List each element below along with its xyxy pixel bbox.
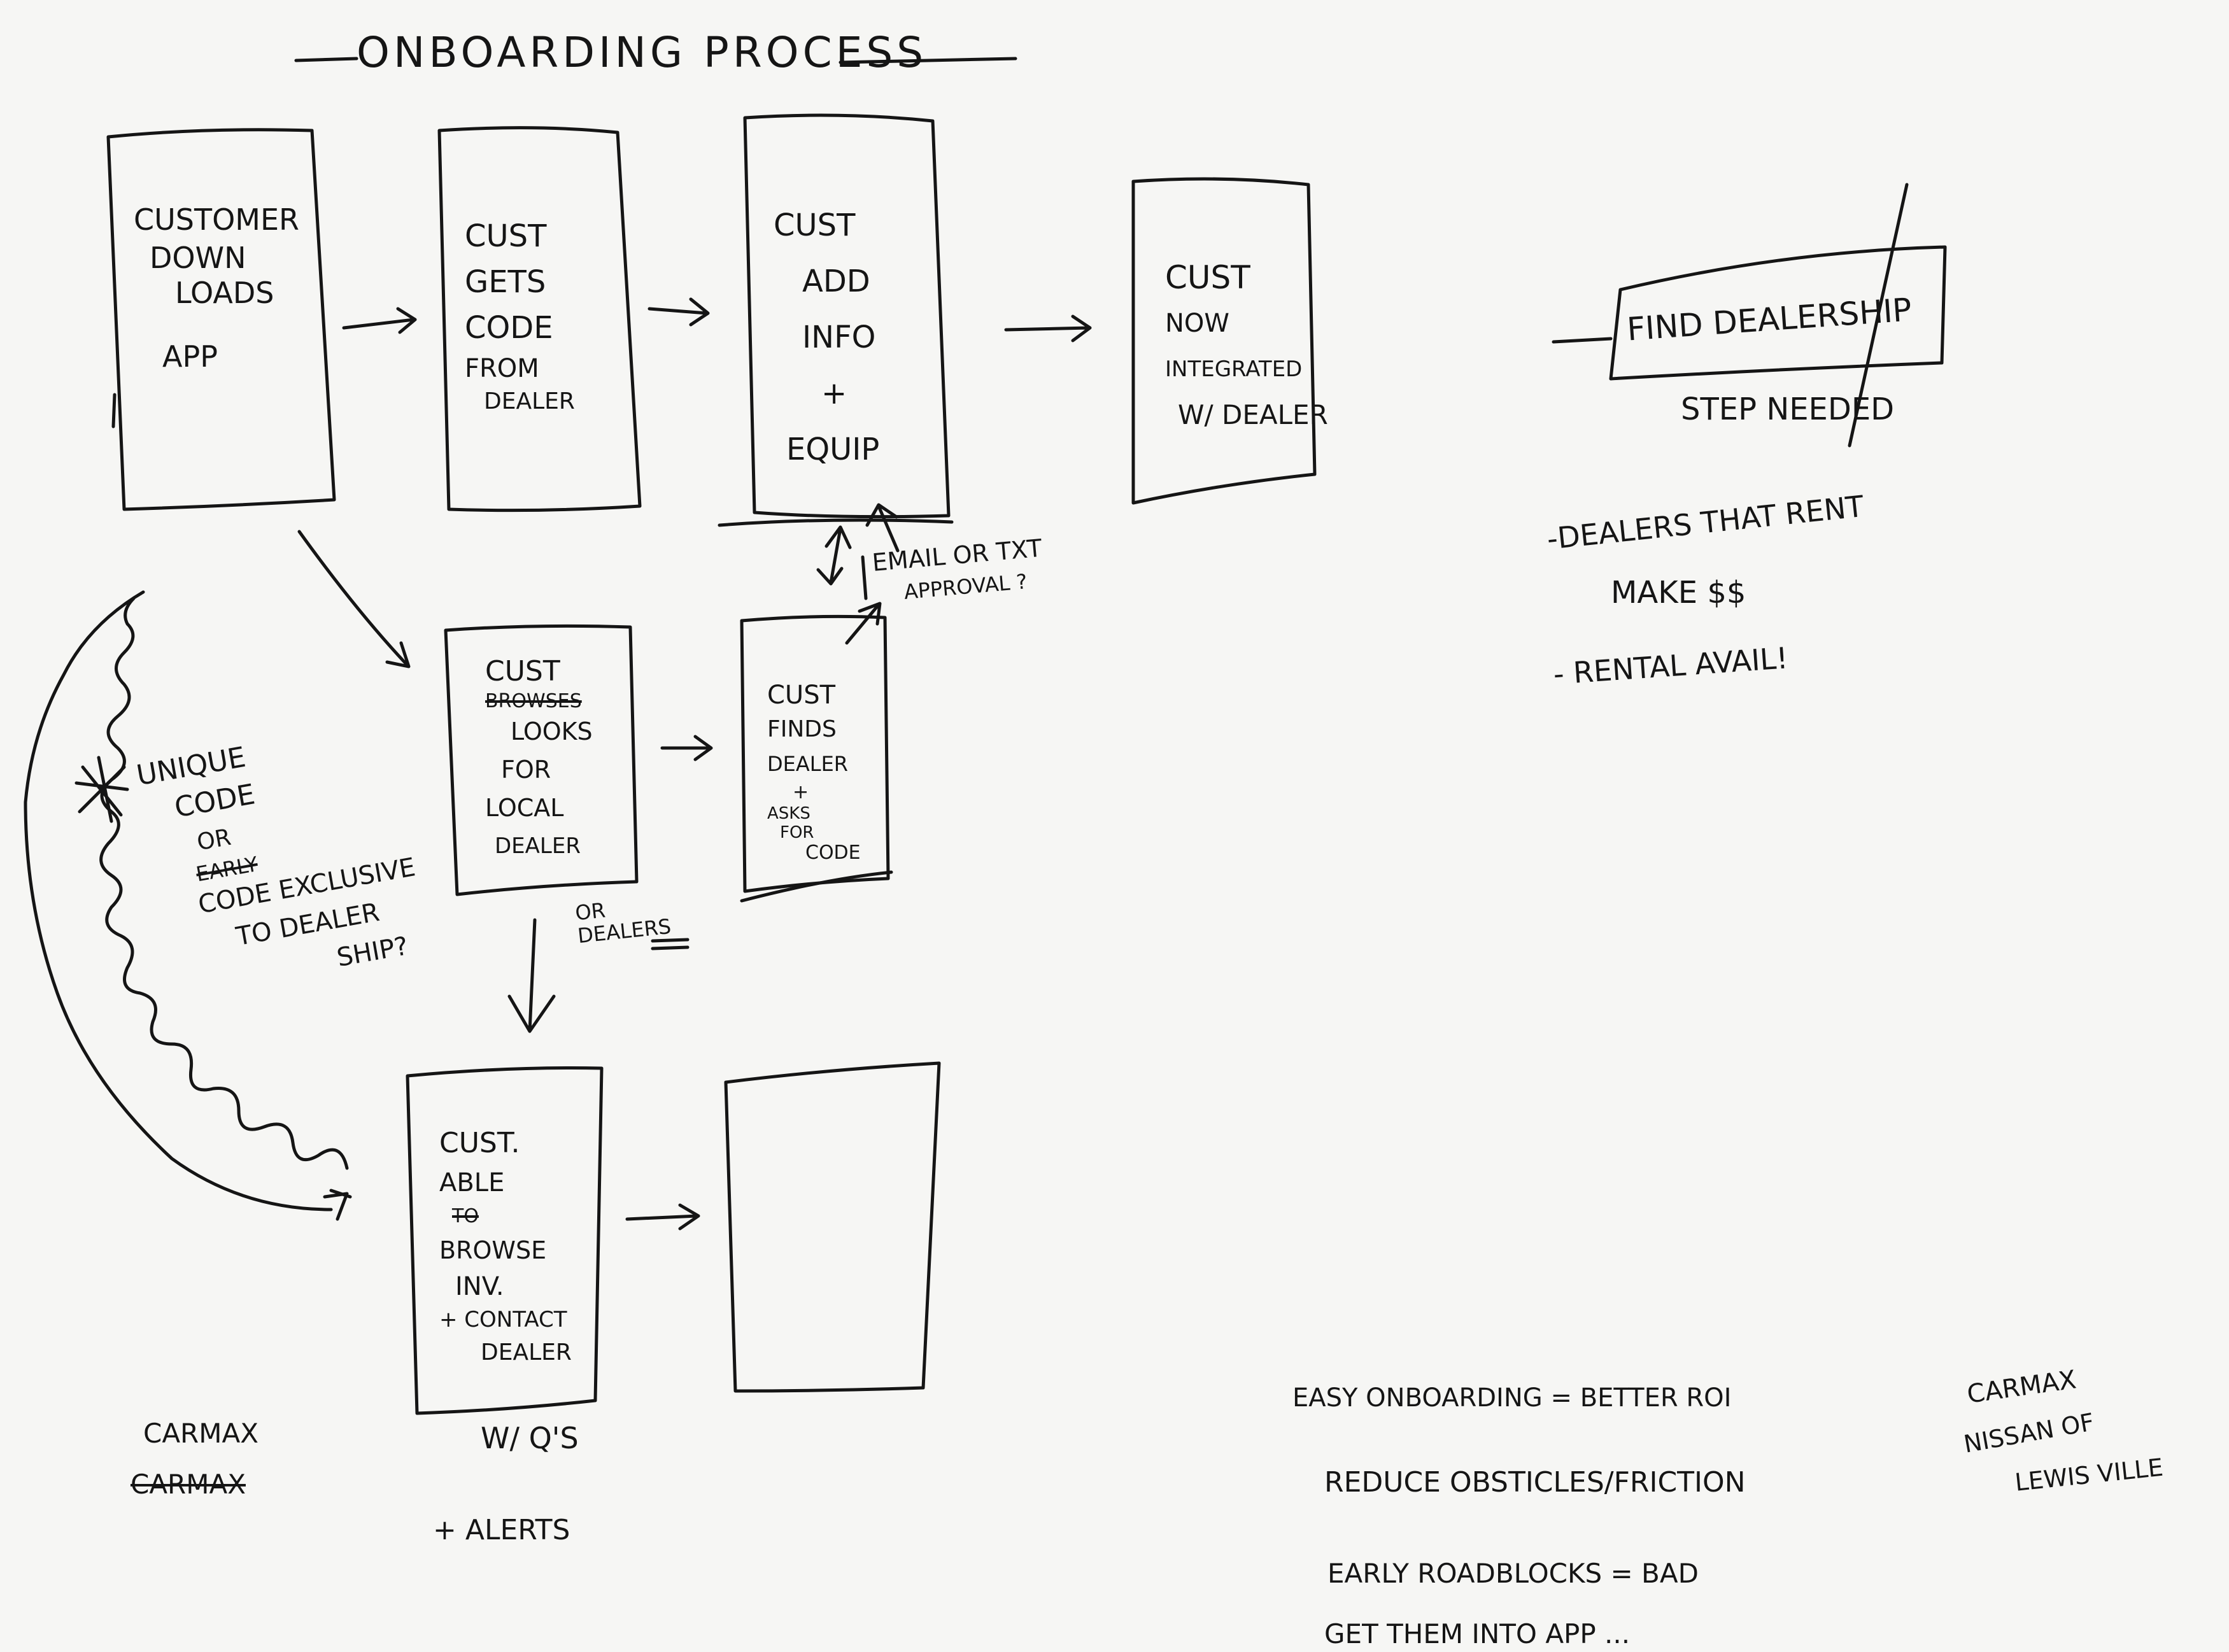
carmax-label: CARMAX bbox=[143, 1416, 258, 1451]
note-get-them: GET THEM INTO APP ... bbox=[1324, 1617, 1630, 1652]
box4-line: CUST bbox=[1165, 255, 1328, 300]
box6-line: + bbox=[767, 781, 861, 804]
alerts-label: + ALERTS bbox=[433, 1512, 570, 1548]
box3-line: CUST bbox=[774, 197, 879, 253]
wavy-arrowhead bbox=[325, 1190, 350, 1219]
box4-text: CUST NOW INTEGRATED W/ DEALER bbox=[1165, 255, 1328, 438]
find-box-lead bbox=[1553, 339, 1611, 342]
box7-line: + CONTACT bbox=[439, 1303, 572, 1336]
box3-line: + bbox=[774, 365, 879, 421]
box3-line: ADD bbox=[774, 253, 879, 309]
box5-line: FOR bbox=[485, 751, 593, 789]
box2-line: FROM bbox=[465, 351, 575, 386]
box5-line: CUST bbox=[485, 653, 593, 691]
box6-underline bbox=[742, 872, 891, 901]
arrow-b3-b4 bbox=[1006, 316, 1090, 341]
box5-line: LOCAL bbox=[485, 789, 593, 827]
box1-line: APP bbox=[134, 337, 299, 376]
box6-line: FINDS bbox=[767, 712, 861, 747]
unique-code-note: UNIQUE CODE OR EARLY CODE EXCLUSIVE TO D… bbox=[134, 713, 432, 1006]
box4-line: NOW bbox=[1165, 300, 1328, 346]
box7-line: DEALER bbox=[439, 1336, 572, 1369]
box5-line: DEALER bbox=[485, 827, 593, 865]
box4-line: INTEGRATED bbox=[1165, 346, 1328, 392]
arrow-b1-b2 bbox=[344, 309, 415, 332]
arrow-b6-email bbox=[847, 604, 880, 643]
arrow-b1-b5 bbox=[299, 532, 409, 667]
w-qs-label: W/ Q'S bbox=[481, 1420, 579, 1458]
note-reduce: REDUCE OBSTICLES/FRICTION bbox=[1324, 1464, 1746, 1500]
box1-line: DOWN bbox=[134, 239, 299, 277]
carmax-struck-label: CARMAX bbox=[131, 1467, 246, 1502]
or-dealers-label: OR DEALERS bbox=[574, 891, 681, 947]
title-dash-left bbox=[296, 59, 357, 60]
box7-line: TO bbox=[439, 1203, 572, 1231]
box5-line strike: BROWSES bbox=[485, 691, 593, 712]
box3-underline bbox=[719, 520, 952, 525]
box3-line: INFO bbox=[774, 309, 879, 365]
box2-line: GETS bbox=[465, 259, 575, 305]
box5-text: CUST BROWSES LOOKS FOR LOCAL DEALER bbox=[485, 653, 593, 865]
box8-frame bbox=[726, 1063, 939, 1391]
arrow-b5-b6 bbox=[662, 737, 711, 759]
box6-line: ASKS bbox=[767, 804, 861, 823]
note-easy-onboarding: EASY ONBOARDING = BETTER ROI bbox=[1292, 1381, 1731, 1415]
note-early-roadblocks: EARLY ROADBLOCKS = BAD bbox=[1327, 1557, 1699, 1592]
arrow-email-b3 bbox=[867, 505, 898, 551]
box3-text: CUST ADD INFO + EQUIP bbox=[774, 197, 879, 477]
box6-line: CUST bbox=[767, 678, 861, 712]
box7-text: CUST. ABLE TO BROWSE INV. + CONTACT DEAL… bbox=[439, 1124, 572, 1369]
box1-text: CUSTOMER DOWN LOADS APP bbox=[134, 201, 299, 376]
box6-line: FOR bbox=[767, 823, 861, 842]
note-make: MAKE $$ bbox=[1611, 573, 1746, 612]
box7-line: BROWSE bbox=[439, 1231, 572, 1270]
box6-text: CUST FINDS DEALER + ASKS FOR CODE bbox=[767, 678, 861, 864]
box3-line: EQUIP bbox=[774, 421, 879, 477]
box6-line: DEALER bbox=[767, 747, 861, 781]
box1-line: CUSTOMER bbox=[134, 201, 299, 239]
page-title: ONBOARDING PROCESS bbox=[357, 25, 927, 80]
box2-line: DEALER bbox=[465, 386, 575, 417]
box2-text: CUST GETS CODE FROM DEALER bbox=[465, 213, 575, 417]
box7-line: ABLE bbox=[439, 1163, 572, 1203]
box2-line: CODE bbox=[465, 305, 575, 351]
box7-line: INV. bbox=[439, 1270, 572, 1303]
box7-line: CUST. bbox=[439, 1124, 572, 1163]
email-bracket bbox=[863, 557, 866, 598]
double-arrow-b3 bbox=[818, 527, 850, 584]
arrow-b5-b7 bbox=[509, 920, 554, 1031]
asterisk-icon bbox=[76, 758, 127, 821]
step-needed-label: STEP NEEDED bbox=[1681, 390, 1894, 429]
box6-line: CODE bbox=[767, 842, 861, 864]
arrow-b2-b3 bbox=[649, 299, 708, 325]
box1-tick bbox=[113, 395, 115, 427]
box4-line: W/ DEALER bbox=[1165, 392, 1328, 438]
or-dealers-underline bbox=[653, 940, 688, 949]
box1-line: LOADS bbox=[134, 274, 299, 312]
box5-line: LOOKS bbox=[485, 712, 593, 751]
arrow-b7-b8 bbox=[627, 1205, 698, 1229]
box2-line: CUST bbox=[465, 213, 575, 259]
